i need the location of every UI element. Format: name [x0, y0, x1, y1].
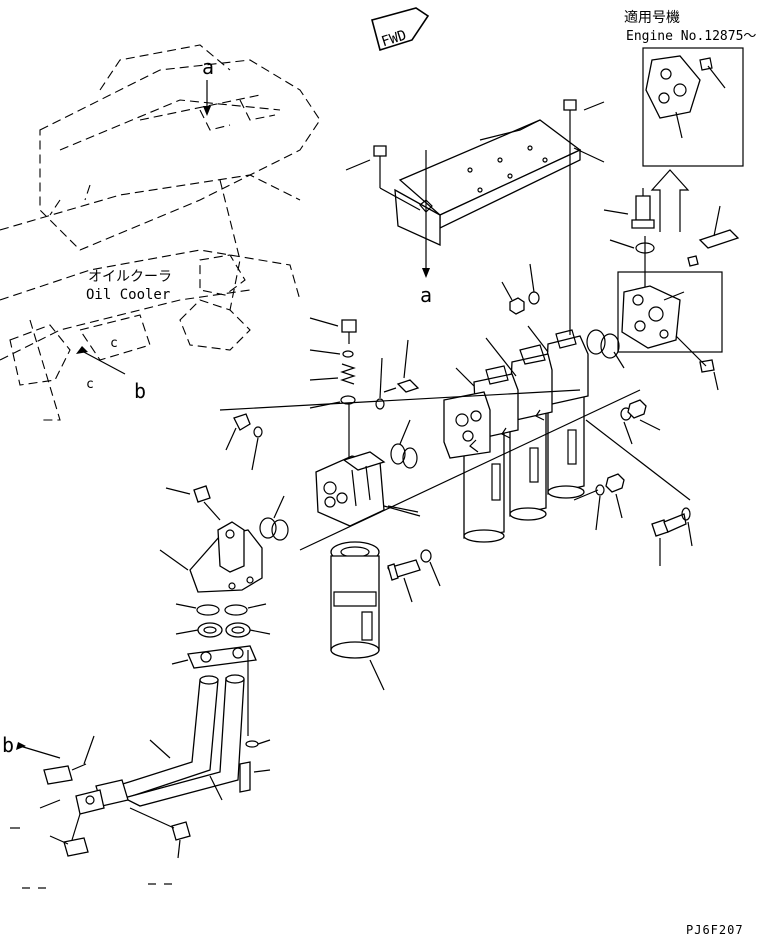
oil-pipes: [49, 674, 271, 859]
sensor-and-cover: [586, 188, 740, 391]
ref-a-bracket-label: a: [420, 283, 432, 307]
fwd-label: FWD: [380, 27, 409, 50]
oil-cooler-ja-label: オイルクーラ: [88, 269, 172, 285]
ref-b-label: b: [134, 379, 146, 403]
mounting-bracket: a: [345, 99, 605, 335]
ref-c-label-1: c: [110, 336, 118, 351]
fastener-nuts: [501, 263, 661, 531]
engine-ja-label: 適用号機: [624, 9, 680, 26]
oil-filter-canister: [330, 541, 441, 691]
oil-cooler-en-label: Oil Cooler: [86, 287, 170, 303]
ref-b-lower-label: b: [2, 733, 14, 757]
ref-b-lower: b: [2, 733, 172, 889]
drawing-code: PJ6F207: [686, 923, 744, 937]
single-filter-head: [225, 317, 421, 527]
fwd-indicator: FWD: [371, 7, 430, 52]
ref-a-engine: a: [202, 55, 214, 116]
triple-filter-assembly: [443, 325, 589, 543]
right-bolt: [651, 507, 693, 566]
engine-block: [0, 44, 321, 421]
adapter-housing: [159, 485, 289, 736]
ref-b-oil-cooler: b c c: [76, 336, 146, 403]
engine-applicability: 適用号機 Engine No.12875～: [624, 9, 756, 232]
ref-a-label: a: [202, 55, 214, 79]
ref-c-label-2: c: [86, 377, 94, 392]
engine-no-label: Engine No.12875～: [626, 29, 756, 44]
